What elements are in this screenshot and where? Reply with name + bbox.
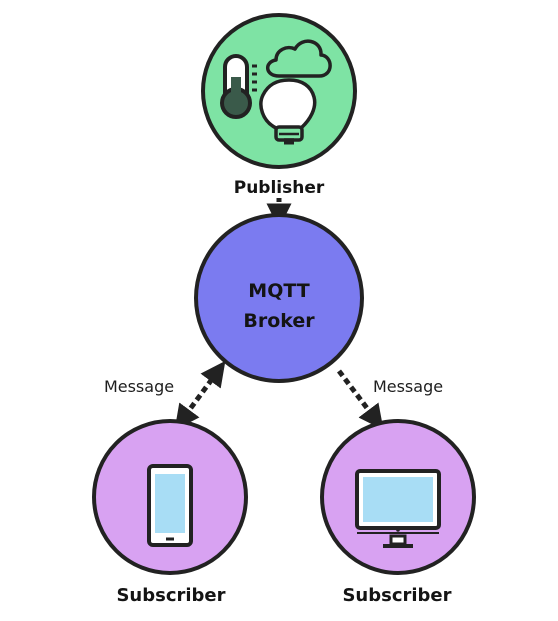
publisher-label: Publisher bbox=[234, 178, 325, 198]
cloud-icon bbox=[266, 39, 332, 78]
subscriber-right-label: Subscriber bbox=[342, 585, 451, 606]
smartphone-icon bbox=[147, 464, 193, 547]
publisher-label-backing bbox=[224, 176, 334, 198]
subscriber-left-label: Subscriber bbox=[116, 585, 225, 606]
broker-label-line1: MQTT bbox=[248, 280, 309, 302]
thermometer-icon bbox=[220, 54, 257, 119]
right-message-label: Message bbox=[373, 377, 443, 396]
lightbulb-icon bbox=[259, 78, 317, 145]
broker-label-line2: Broker bbox=[243, 310, 315, 332]
broker-node bbox=[194, 213, 364, 383]
broker-to-left-subscriber-arrow bbox=[174, 360, 226, 431]
monitor-icon bbox=[355, 469, 441, 548]
left-message-label: Message bbox=[104, 377, 174, 396]
broker-to-right-subscriber-arrow bbox=[337, 369, 384, 430]
